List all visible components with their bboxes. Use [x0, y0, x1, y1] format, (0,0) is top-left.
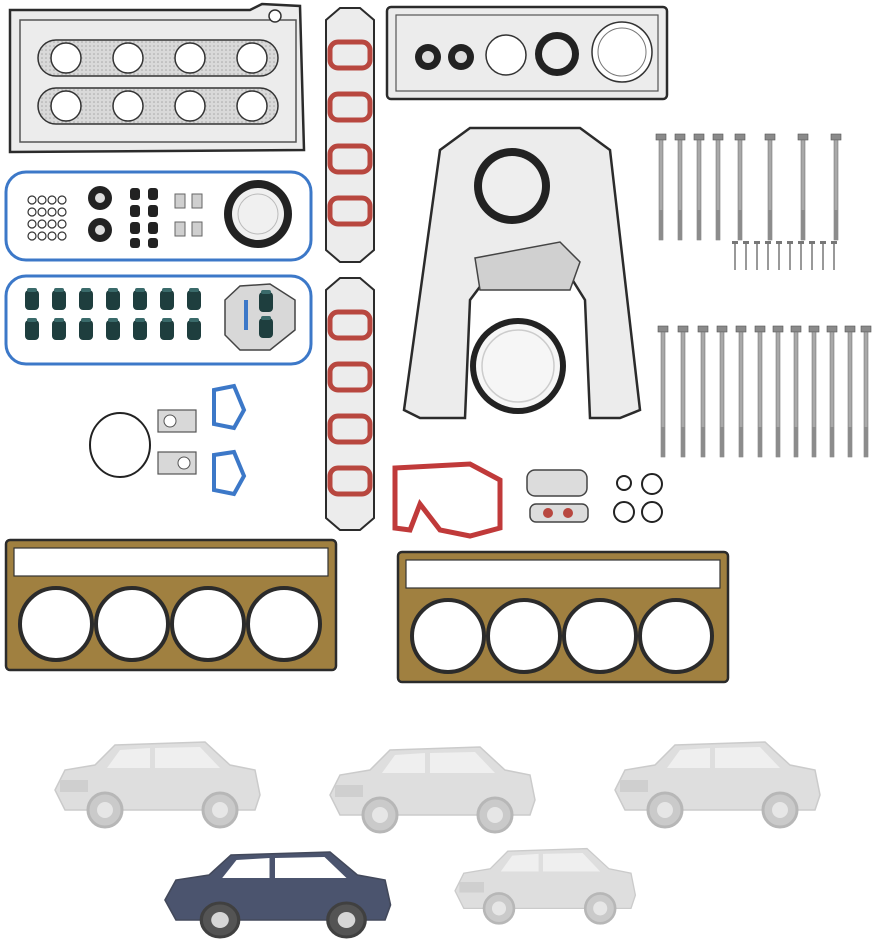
- intake-manifold-gaskets: [325, 7, 375, 531]
- o-rings: [89, 383, 663, 523]
- vehicle-suv-2: [328, 745, 537, 834]
- compatible-vehicles: [53, 740, 822, 939]
- valve-cover-gaskets: [4, 170, 313, 262]
- valve-stem-seals: [4, 274, 313, 366]
- timing-cover-gasket-set: [385, 5, 669, 101]
- intake-valley-cover-gasket: [8, 2, 306, 154]
- oil-pan-gaskets: [392, 461, 589, 539]
- rear-cover-gasket: [402, 126, 642, 420]
- vehicle-pickup: [613, 740, 822, 829]
- exhaust-manifold-gasket: [37, 39, 279, 125]
- vehicle-suv-3: [164, 851, 392, 939]
- cylinder-head-gaskets: [4, 538, 730, 684]
- vehicle-suv-1: [53, 740, 262, 829]
- head-bolts: [655, 133, 872, 458]
- vehicle-suv-4: [453, 847, 637, 925]
